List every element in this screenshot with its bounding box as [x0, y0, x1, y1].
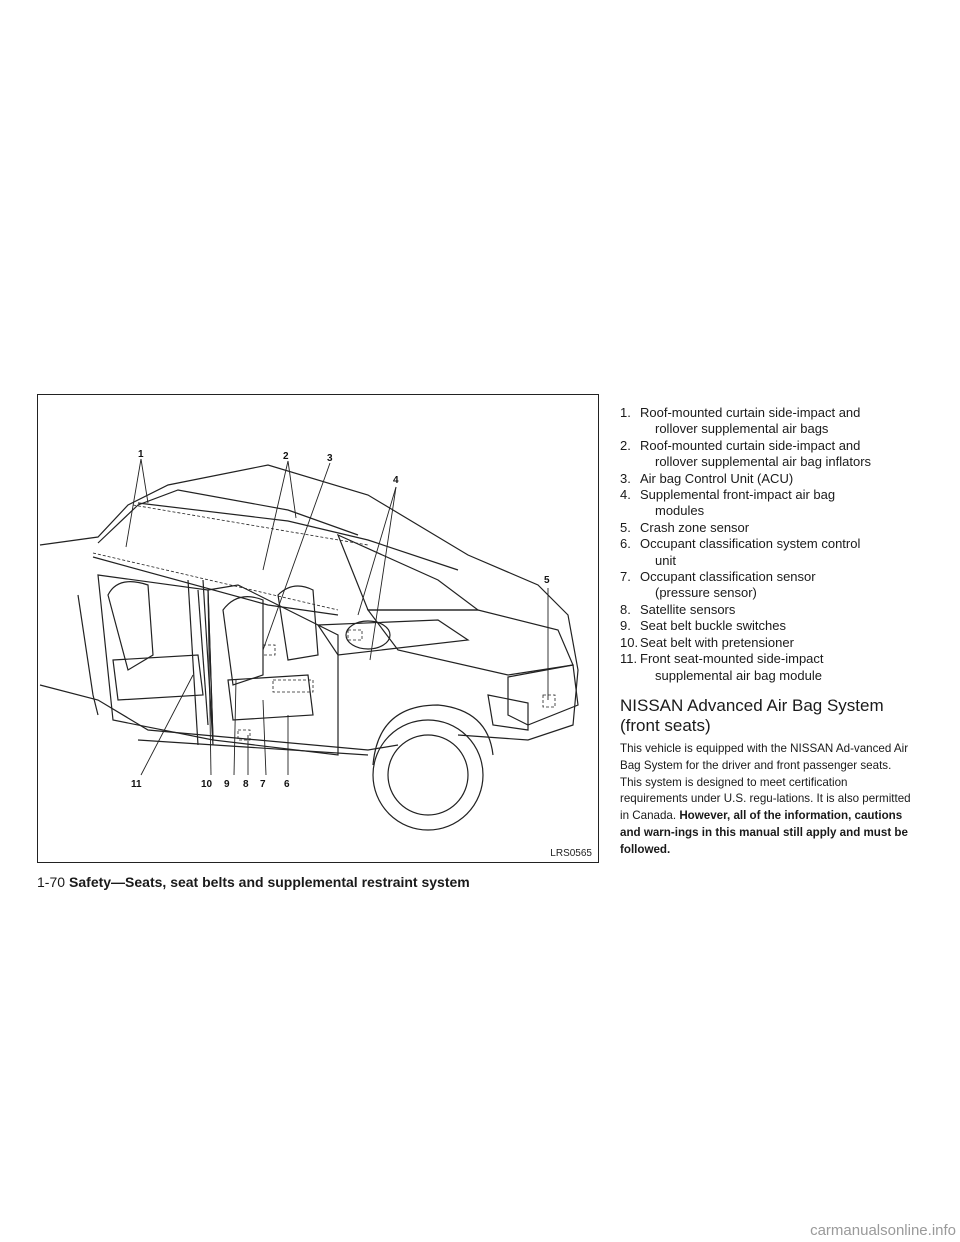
callout-10: 10: [201, 779, 213, 790]
list-item: 10.Seat belt with pretensioner: [620, 635, 920, 651]
body-text-normal: This vehicle is equipped with the NISSAN…: [620, 742, 911, 823]
list-item: 7. Occupant classification sensor(pressur…: [620, 569, 920, 602]
callout-9: 9: [224, 779, 230, 790]
list-number: 2.: [620, 437, 631, 453]
list-text: Satellite sensors: [640, 601, 736, 617]
list-number: 10.: [620, 634, 639, 650]
list-number: 9.: [620, 618, 631, 634]
list-text-continued: modules: [655, 503, 705, 519]
list-number: 11.: [620, 651, 638, 667]
callout-8: 8: [243, 779, 249, 790]
list-number: 3.: [620, 470, 631, 486]
body-text-bold: However, all of the information, caution…: [620, 809, 908, 856]
callout-7: 7: [260, 779, 266, 790]
list-number: 8.: [620, 601, 631, 617]
list-item: 5. Crash zone sensor: [620, 520, 920, 536]
page-number: 1-70: [37, 874, 66, 890]
list-text-continued: rollover supplemental air bag inflators: [655, 454, 872, 470]
list-item: 6. Occupant classification system control…: [620, 536, 920, 569]
list-text: Air bag Control Unit (ACU): [640, 470, 794, 486]
list-number: 5.: [620, 519, 631, 535]
list-number: 6.: [620, 536, 631, 552]
section-body: This vehicle is equipped with the NISSAN…: [620, 741, 912, 859]
list-number: 1.: [620, 405, 631, 420]
airbag-system-figure: 1 2 3 4 5 6 7 8 9 10 11 LRS0565: [37, 394, 599, 863]
list-text: Seat belt buckle switches: [640, 618, 786, 634]
list-text: Supplemental front-impact air bag: [640, 487, 836, 503]
list-text: Roof-mounted curtain side-impact and: [640, 437, 861, 453]
list-text: Roof-mounted curtain side-impact and: [640, 405, 861, 420]
list-number: 7.: [620, 569, 631, 585]
list-item: 9. Seat belt buckle switches: [620, 618, 920, 634]
list-text-continued: rollover supplemental air bags: [655, 421, 829, 437]
list-text: Occupant classification sensor: [640, 569, 816, 585]
list-item: 3. Air bag Control Unit (ACU): [620, 471, 920, 487]
list-item: 8. Satellite sensors: [620, 602, 920, 618]
section-heading-line1: NISSAN Advanced Air Bag System: [620, 696, 884, 715]
list-text-continued: supplemental air bag module: [655, 667, 822, 683]
list-text-continued: (pressure sensor): [655, 585, 757, 601]
watermark: carmanualsonline.info: [810, 1222, 956, 1239]
list-text-continued: unit: [655, 552, 676, 568]
list-text: Crash zone sensor: [640, 519, 750, 535]
list-text: Occupant classification system control: [640, 536, 861, 552]
callout-5: 5: [544, 575, 550, 586]
figure-code: LRS0565: [550, 848, 592, 859]
callout-4: 4: [393, 475, 399, 486]
section-heading: NISSAN Advanced Air Bag System (front se…: [620, 696, 920, 736]
callout-3: 3: [327, 453, 333, 464]
list-number: 4.: [620, 487, 631, 503]
callout-2: 2: [283, 451, 289, 462]
footer-section-title: Safety—Seats, seat belts and supplementa…: [69, 874, 470, 890]
callout-1: 1: [138, 449, 144, 460]
callout-6: 6: [284, 779, 290, 790]
vehicle-cutaway-illustration: [39, 458, 579, 831]
list-text: Seat belt with pretensioner: [640, 634, 794, 650]
callout-11: 11: [131, 779, 142, 790]
section-heading-line2: (front seats): [620, 716, 711, 735]
list-text: Front seat-mounted side-impact: [640, 651, 824, 667]
